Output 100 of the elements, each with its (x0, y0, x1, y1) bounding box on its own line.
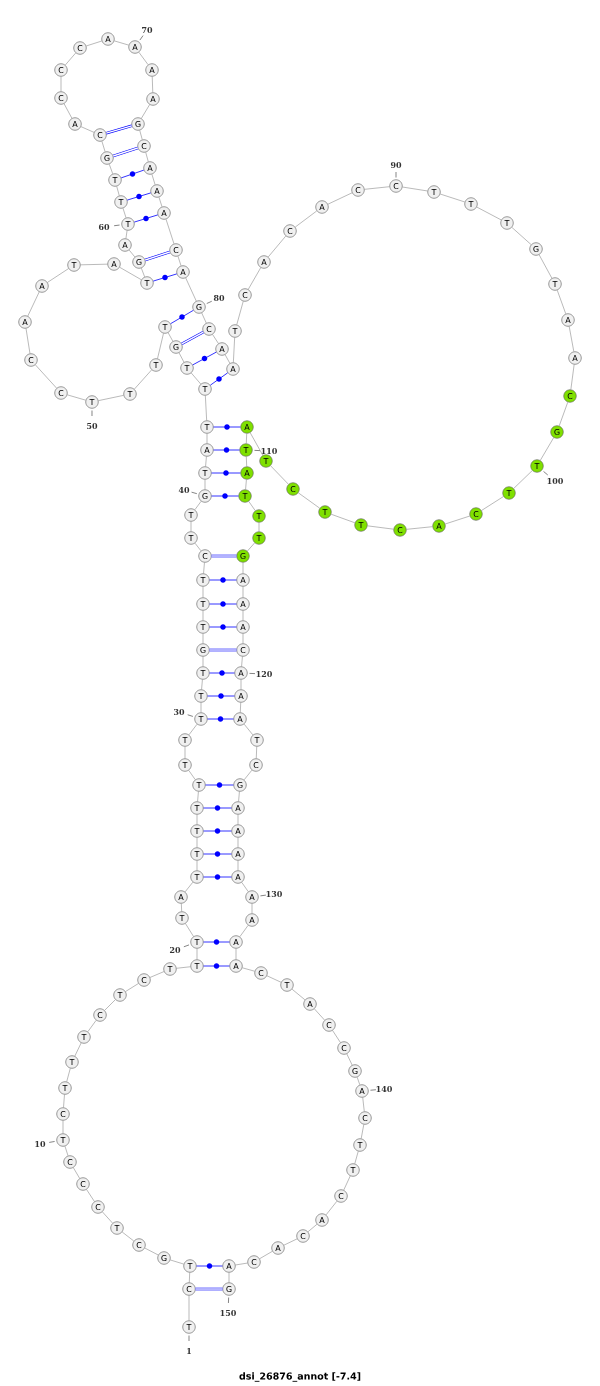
dot-pair-line (211, 470, 241, 476)
backbone-line (212, 334, 219, 344)
position-number: 80 (206, 294, 225, 304)
backbone-line (248, 501, 256, 511)
backbone-line (444, 515, 471, 525)
backbone-line (98, 395, 124, 401)
backbone-line (540, 437, 554, 461)
position-number: 20 (169, 944, 190, 954)
backbone-line (67, 394, 86, 401)
backbone-line (325, 1200, 338, 1216)
dot-pair-line (170, 309, 194, 325)
backbone-line (538, 254, 553, 279)
position-number: 100 (543, 471, 563, 485)
dot-pair-line (203, 805, 232, 811)
backbone-line (149, 971, 165, 978)
position-number: 110 (254, 447, 277, 455)
position-number: 10 (35, 1141, 55, 1148)
backbone-line (27, 291, 40, 317)
backbone-line (87, 1020, 97, 1032)
backbone-line (200, 702, 202, 713)
backbone-line (197, 791, 199, 802)
backbone-line (104, 999, 116, 1011)
dot-pair-line (203, 851, 232, 857)
backbone-line (178, 352, 185, 363)
backbone-line (235, 948, 237, 960)
double-pair-line (208, 648, 238, 652)
dot-pair-line (211, 493, 239, 499)
backbone-line (294, 210, 318, 228)
backbone-line (255, 746, 258, 759)
backbone-line (65, 52, 76, 66)
backbone-line (249, 432, 264, 456)
backbone-line (238, 791, 240, 802)
backbone-line (157, 333, 164, 359)
dot-pair-line (209, 577, 237, 583)
backbone-line (556, 289, 567, 315)
backbone-line (330, 513, 356, 524)
dot-pair-line (152, 273, 178, 282)
dot-pair-line (209, 624, 237, 630)
dot-pair-line (203, 963, 230, 969)
double-pair-line (105, 124, 133, 135)
dot-pair-line (192, 351, 217, 366)
position-number: 40 (178, 486, 198, 494)
backbone-line (108, 163, 114, 175)
backbone-line (151, 173, 156, 186)
backbone-line (102, 1211, 113, 1224)
backbone-line (144, 1247, 159, 1256)
backbone-line (343, 1175, 351, 1191)
backbone-line (247, 267, 262, 290)
dot-pair-line (126, 192, 152, 201)
backbone-line (291, 988, 306, 1001)
backbone-line (35, 364, 57, 389)
backbone-line (202, 633, 204, 644)
backbone-line (247, 542, 255, 552)
position-number: 90 (390, 161, 402, 178)
position-number: 120 (249, 671, 272, 678)
backbone-line (360, 1124, 365, 1139)
backbone-line (240, 702, 241, 713)
dot-pair-line (205, 782, 234, 788)
dot-pair-line (209, 372, 229, 386)
backbone-line (121, 1231, 135, 1242)
backbone-line (346, 1053, 353, 1066)
dot-pair-line (209, 601, 237, 607)
backbone-line (354, 1151, 359, 1164)
backbone-line (332, 1030, 341, 1043)
backbone-line (236, 301, 244, 325)
backbone-line (196, 814, 198, 825)
position-number: 30 (174, 709, 194, 717)
backbone-line (138, 51, 149, 66)
backbone-line (246, 456, 247, 467)
backbone-line (194, 542, 202, 552)
backbone-line (151, 76, 154, 93)
backbone-line (64, 1145, 69, 1157)
backbone-line (242, 967, 255, 972)
double-pair-line (112, 146, 139, 158)
backbone-line (205, 456, 207, 467)
backbone-line (237, 860, 239, 871)
backbone-line (141, 267, 145, 278)
backbone-line (241, 882, 249, 892)
dot-pair-line (203, 939, 230, 945)
double-pair-line (181, 331, 204, 345)
backbone-line (258, 522, 260, 532)
backbone-line (188, 770, 196, 780)
backbone-line (128, 249, 136, 258)
backbone-line (204, 479, 206, 490)
backbone-line (511, 227, 532, 245)
backbone-line (85, 40, 103, 47)
backbone-line (228, 1272, 230, 1283)
backbone-line (202, 610, 204, 621)
backbone-line (181, 903, 182, 912)
backbone-line (80, 126, 95, 133)
backbone-line (188, 1295, 190, 1321)
backbone-line (245, 479, 247, 490)
backbone-line (63, 1094, 65, 1108)
position-number: 1 (187, 1335, 191, 1354)
backbone-line (237, 837, 239, 848)
position-number: 140 (370, 1086, 392, 1093)
backbone-line (196, 860, 198, 871)
backbone-line (73, 1167, 80, 1179)
backbone-line (205, 395, 207, 421)
dot-pair-line (209, 670, 235, 676)
